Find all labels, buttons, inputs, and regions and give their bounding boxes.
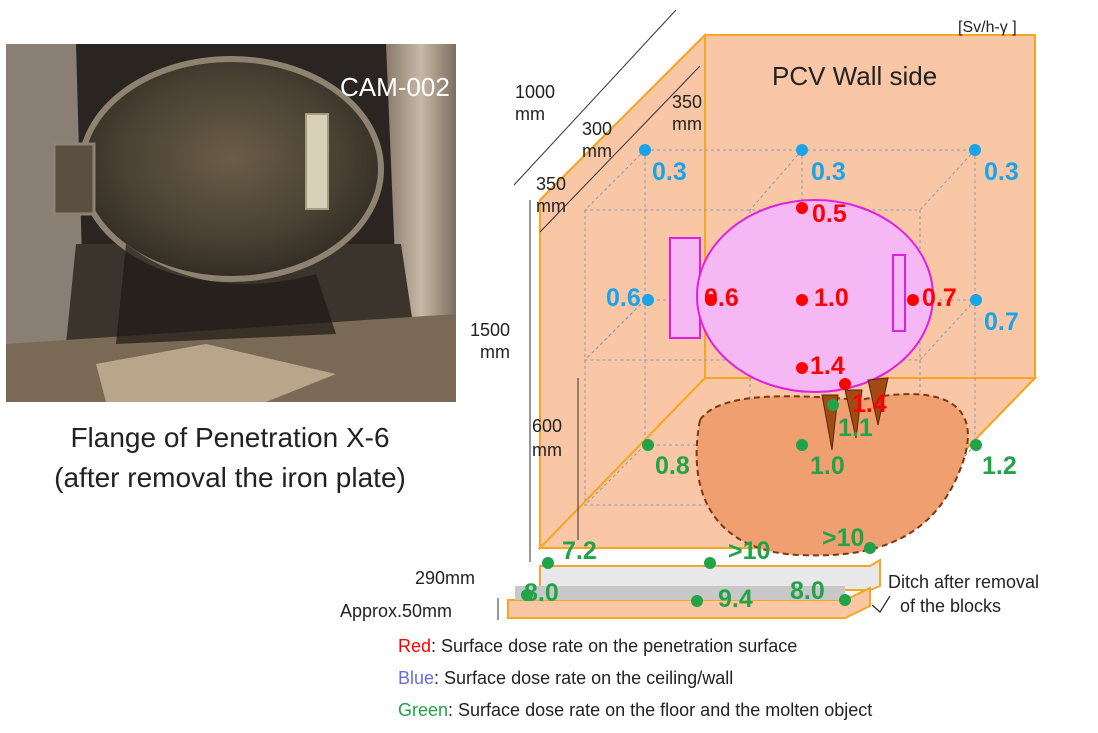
dim-50: Approx.50mm	[340, 601, 452, 621]
legend-blue-text: : Surface dose rate on the ceiling/wall	[434, 668, 734, 688]
green-point-floor-right-dot	[970, 439, 982, 451]
legend-green-key: Green	[398, 700, 449, 720]
green-point-front-right-dot	[864, 542, 876, 554]
wall-label: PCV Wall side	[772, 61, 937, 91]
red-point-bottom-dot	[796, 362, 808, 374]
red-point-top-value: 0.5	[812, 200, 847, 228]
unit-label: [Sv/h-γ ]	[958, 19, 1017, 36]
dim-1500-value: 1500	[470, 320, 510, 340]
red-point-bottom-value: 1.4	[810, 352, 845, 380]
flange-slot	[892, 254, 906, 332]
blue-point-top-right-value: 0.3	[984, 158, 1019, 186]
green-point-deposit-value: 1.1	[838, 414, 873, 442]
legend-red: Red: Surface dose rate on the penetratio…	[398, 636, 797, 657]
red-point-right-dot	[907, 294, 919, 306]
red-point-lower-value: 1.4	[852, 390, 887, 418]
blue-point-top-left-value: 0.3	[652, 158, 687, 186]
red-point-center-dot	[796, 294, 808, 306]
dim-350-top-unit: mm	[672, 114, 702, 134]
green-point-front-center-dot	[704, 557, 716, 569]
green-point-floor-right-value: 1.2	[982, 452, 1017, 480]
red-point-left-value: 0.6	[704, 284, 739, 312]
red-point-top-dot	[796, 202, 808, 214]
blue-point-left-value: 0.6	[606, 284, 641, 312]
dim-600-value: 600	[532, 416, 562, 436]
green-point-floor-left-dot	[642, 439, 654, 451]
ditch-gap	[515, 586, 845, 600]
green-point-floor-center-dot	[796, 439, 808, 451]
dim-300-value: 300	[582, 119, 612, 139]
photo-caption: Flange of Penetration X-6 (after removal…	[0, 418, 460, 498]
green-point-ditch-center-value: 9.4	[718, 585, 753, 613]
blue-point-top-right-dot	[969, 144, 981, 156]
green-point-front-left-value: 7.2	[562, 537, 597, 565]
ditch-note-line-2: of the blocks	[900, 596, 1001, 616]
dim-290: 290mm	[415, 568, 475, 588]
dim-600-unit: mm	[532, 440, 562, 460]
green-point-floor-center-value: 1.0	[810, 452, 845, 480]
molten-deposit	[695, 393, 969, 557]
ditch-note-line-1: Ditch after removal	[888, 572, 1039, 592]
green-point-ditch-center-dot	[691, 595, 703, 607]
red-point-center-value: 1.0	[814, 284, 849, 312]
flange-photo-image: CAM-002	[6, 44, 456, 402]
blue-point-right-dot	[970, 294, 982, 306]
legend-red-key: Red	[398, 636, 432, 656]
red-point-lower-dot	[839, 378, 851, 390]
red-point-right-value: 0.7	[922, 284, 957, 312]
blue-point-top-center-dot	[796, 144, 808, 156]
dim-1500-unit: mm	[480, 342, 510, 362]
dim-350-left-value: 350	[536, 174, 566, 194]
flange-ellipse	[696, 199, 934, 393]
caption-line-1: Flange of Penetration X-6	[70, 422, 390, 453]
legend-blue-key: Blue	[398, 668, 435, 688]
flange-photo: CAM-002	[6, 44, 456, 402]
camera-label: CAM-002	[340, 72, 450, 102]
green-point-ditch-right-dot	[839, 594, 851, 606]
dim-350-top-value: 350	[672, 92, 702, 112]
green-point-front-left-dot	[542, 557, 554, 569]
red-point-left-dot	[705, 294, 717, 306]
dimension-lines	[497, 9, 701, 620]
legend-red-text: : Surface dose rate on the penetration s…	[431, 636, 798, 656]
green-point-ditch-right-value: 8.0	[790, 577, 825, 605]
top-edge	[539, 34, 706, 201]
green-point-ditch-left-value: 8.0	[524, 579, 559, 607]
legend-blue: Blue: Surface dose rate on the ceiling/w…	[398, 668, 733, 689]
legend-green-text: : Surface dose rate on the floor and the…	[448, 700, 873, 720]
caption-line-2: (after removal the iron plate)	[54, 462, 406, 493]
blue-point-right-value: 0.7	[984, 308, 1019, 336]
green-point-front-center-value: >10	[728, 537, 770, 565]
flange-tab-left	[669, 237, 701, 339]
dim-300-unit: mm	[582, 141, 612, 161]
measurement-points: 0.5 0.6 1.0 0.7 1.41.4 0.3 0.3 0.3 0.6 0.7 1.1 0.8 1…	[521, 144, 1019, 613]
ditch-note-pointer	[871, 595, 891, 613]
blue-point-top-left-dot	[639, 144, 651, 156]
dim-1000-value: 1000	[515, 82, 555, 102]
dim-1000-unit: mm	[515, 104, 545, 124]
green-point-deposit-dot	[827, 399, 839, 411]
blue-point-top-center-value: 0.3	[811, 158, 846, 186]
legend-green: Green: Surface dose rate on the floor an…	[398, 700, 872, 721]
green-point-front-right-value: >10	[822, 524, 864, 552]
green-point-floor-left-value: 0.8	[655, 452, 690, 480]
blue-point-left-dot	[642, 294, 654, 306]
green-point-ditch-left-dot	[521, 589, 533, 601]
dim-350-left-unit: mm	[536, 196, 566, 216]
